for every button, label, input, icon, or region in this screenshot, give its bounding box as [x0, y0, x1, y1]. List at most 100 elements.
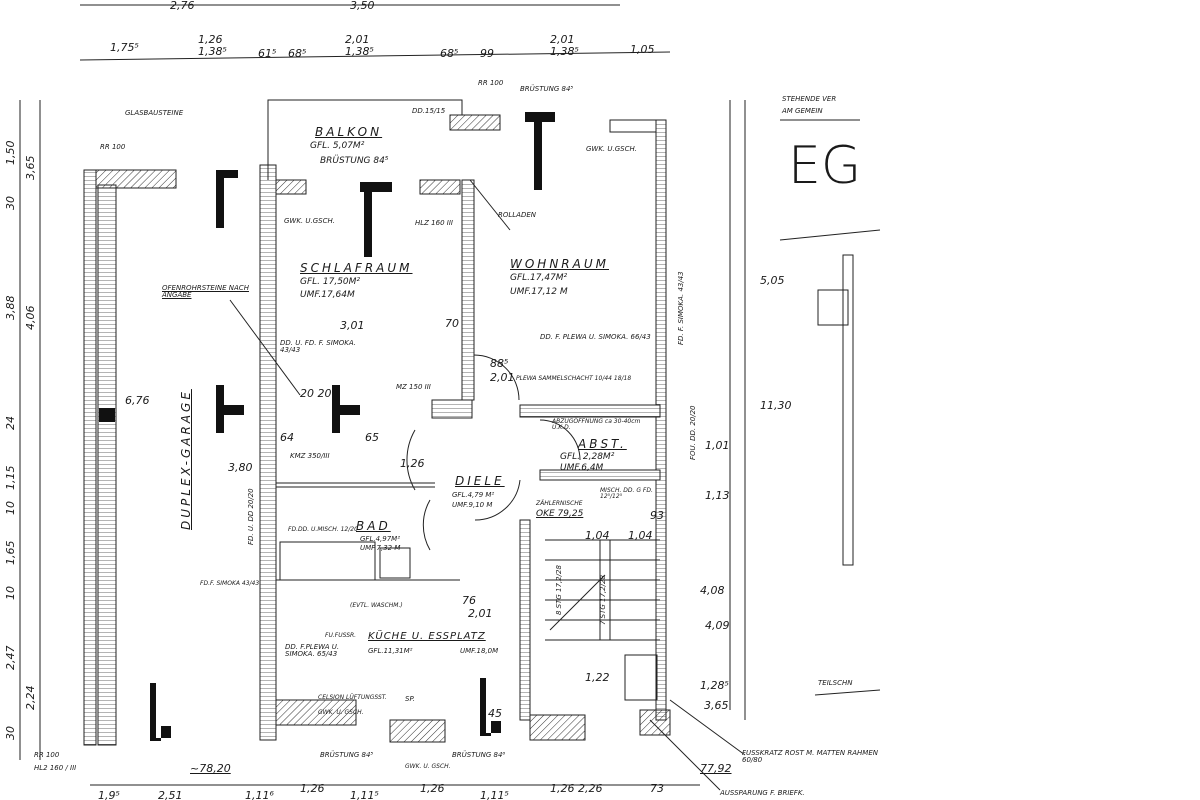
dimension-label: 1,65: [4, 540, 17, 566]
room-area-wohnraum: GFL.17,47M²: [510, 273, 568, 283]
dimension-label: 2,01 1,38⁵: [550, 33, 579, 58]
room-perimeter-kueche: UMF.18,0M: [460, 647, 499, 655]
annotation: ZÄHLERNISCHE: [536, 500, 583, 507]
dimension-label: 73: [650, 782, 664, 795]
annotation: GWK. U.GSCH.: [284, 217, 335, 225]
annotation: FD.DD. U.MISCH. 12/20: [288, 526, 358, 533]
annotation: FU.FUSSR.: [325, 632, 357, 639]
dimension-label: 99: [480, 47, 494, 60]
dimension-label: 1,26 2,26: [550, 782, 603, 795]
annotation: BRÜSTUNG 84⁶: [452, 751, 506, 759]
dimension-label: 5,05: [760, 274, 785, 287]
dimension-label: 2,47: [4, 645, 17, 671]
dimension-label: 2,51: [158, 789, 183, 800]
annotation: FD. F. SIMOKA. 43/43: [677, 271, 685, 345]
annotation: (EVTL. WASCHM.): [350, 602, 403, 609]
garage-partition-wall: [259, 164, 277, 741]
annotation: DD. U. FD. F. SIMOKA. 43/43: [280, 339, 357, 354]
dimension-label: 70: [445, 317, 459, 330]
annotation: DD. F.PLEWA U. SIMOKA. 65/43: [285, 643, 340, 658]
annotation: BRÜSTUNG 84⁵: [520, 85, 574, 93]
room-area-schlafraum: GFL. 17,50M²: [300, 277, 361, 287]
floor-label: EG: [788, 136, 862, 196]
dimension-label: 1,11⁵: [350, 789, 379, 800]
annotation: GLASBAUSTEINE: [125, 109, 184, 117]
dimension-label: 1,26: [420, 782, 445, 795]
dimension-label: 65: [365, 431, 379, 444]
dimension-label: 1,13: [705, 489, 730, 502]
room-name-schlafraum: SCHLAFRAUM: [300, 261, 413, 275]
dimension-label: 1,75⁵: [110, 41, 139, 54]
dimension-label: 24: [4, 416, 17, 430]
dimension-label: 64: [280, 431, 294, 444]
annotation: GWK. U. GSCH.: [405, 763, 451, 770]
room-note-balkon: BRÜSTUNG 84⁵: [320, 156, 389, 166]
dimension-label: 1,22: [585, 671, 610, 684]
annotation: HL2 160 / III: [34, 764, 77, 772]
dimension-label: 68⁵: [440, 47, 459, 60]
annotation: RR 100: [100, 143, 126, 151]
annotation: ROLLADEN: [498, 211, 537, 219]
annotation: PLEWA SAMMELSCHACHT 10/44 18/18: [516, 375, 632, 382]
dimension-label: 1,26: [400, 457, 425, 470]
annotation: KMZ 350/III: [290, 452, 330, 460]
room-perimeter-schlafraum: UMF.17,64M: [300, 290, 355, 300]
annotation: GWK. U. GSCH.: [318, 709, 364, 716]
dimension-label: 11,30: [760, 399, 792, 412]
dimension-label: 1,15: [4, 465, 17, 491]
dimension-label: 45: [488, 707, 502, 720]
room-name-wohnraum: WOHNRAUM: [510, 257, 609, 271]
annotation: DD.15/15: [412, 107, 446, 115]
structural-columns: [150, 112, 555, 741]
annotation: FD.F. SIMOKA 43/43: [200, 580, 260, 587]
room-name-bad: BAD: [356, 519, 391, 533]
room-area-bad: GFL.4,97M²: [360, 535, 401, 543]
dimension-label: 4,09: [705, 619, 730, 632]
dimension-label: 3,88: [4, 295, 17, 321]
annotation: RR 100: [478, 79, 504, 87]
dimension-label: 1,26: [300, 782, 325, 795]
annotation: CELSION LÜFTUNGSST.: [318, 694, 387, 701]
annotation: OFENROHRSTEINE NACH ANGABE: [162, 284, 249, 299]
dimension-label: 4,06: [24, 305, 37, 331]
dimension-label: 1,05: [630, 43, 655, 56]
dimension-line-top: [79, 51, 671, 61]
dimension-label: 1,01: [705, 439, 730, 452]
room-perimeter-wohnraum: UMF.17,12 M: [510, 287, 568, 297]
dimension-label: 2,24: [24, 685, 37, 711]
annotation: ABZUGÖFFNUNG ca 30-40cm U.K.D.: [552, 418, 641, 431]
dimension-label: 6,76: [125, 394, 150, 407]
annotation: GWK. U.GSCH.: [586, 145, 637, 153]
annotation: OKE 79,25: [536, 509, 584, 519]
east-wall: [655, 119, 667, 721]
dimension-label: 1,04: [628, 529, 653, 542]
level-marker: 77,92: [700, 762, 732, 775]
dimension-label: 2,01 1,38⁵: [345, 33, 374, 58]
room-perimeter-diele: UMF.9,10 M: [452, 501, 493, 509]
dimension-label: 2,01: [468, 607, 493, 620]
garage-outer-wall: [83, 169, 97, 746]
room-perimeter-abst: UMF.6,4M: [560, 463, 604, 473]
annotation: AUSSPARUNG F. BRIEFK.: [720, 789, 805, 797]
dimension-label: 30: [4, 726, 17, 740]
room-area-kueche: GFL.11,31M²: [368, 647, 413, 655]
room-name-garage: DUPLEX-GARAGE: [179, 389, 193, 530]
room-area-diele: GFL.4,79 M²: [452, 491, 495, 499]
dimension-label: 3,50: [350, 0, 375, 12]
dimension-label: 68⁵: [288, 47, 307, 60]
dimension-label: 2,76: [170, 0, 195, 12]
annotation: 8 STG 17,2/28: [555, 565, 563, 615]
annotation: DD. F. PLEWA U. SIMOKA. 66/43: [540, 333, 651, 341]
dimension-label: 1,11⁵: [480, 789, 509, 800]
annotation: BRÜSTUNG 84⁵: [320, 751, 374, 759]
dimension-label: 4,08: [700, 584, 725, 597]
annotation: FOU. DD. 20/20: [689, 405, 697, 460]
room-area-abst: GFL. 2,28M²: [560, 452, 615, 462]
dimension-label: 1,50: [4, 140, 17, 166]
dimension-label: 1,04: [585, 529, 610, 542]
room-area-balkon: GFL. 5,07M²: [310, 141, 365, 151]
dimension-label: 30: [4, 196, 17, 210]
room-name-kueche: KÜCHE U. ESSPLATZ: [368, 631, 486, 642]
